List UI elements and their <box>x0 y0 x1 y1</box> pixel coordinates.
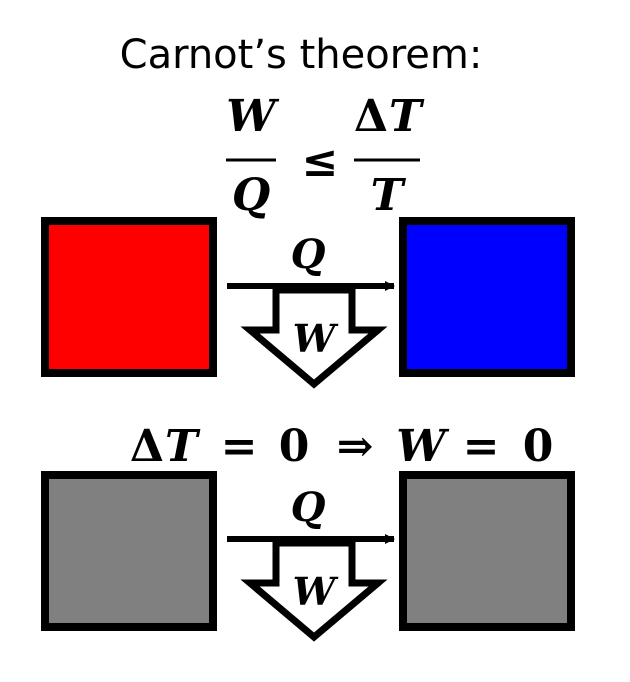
carnot-inequality: W Q ≤ Δ T T <box>226 91 425 221</box>
formula-delta-symbol: Δ <box>354 91 388 142</box>
panel-bottom: Q W <box>41 471 575 642</box>
hot-reservoir-box <box>41 217 217 377</box>
formula-temperature-numerator: T <box>389 91 425 142</box>
zero-temperature-condition: Δ T = 0 ⇒ W = 0 <box>130 421 553 472</box>
condition-work-variable: W <box>396 421 450 472</box>
formula-heat-denominator: Q <box>232 170 270 221</box>
condition-delta-symbol: Δ <box>130 421 164 472</box>
panel-top: Q W <box>41 217 575 389</box>
formula-temperature-denominator: T <box>371 170 407 221</box>
condition-zero-2: 0 <box>523 421 554 472</box>
work-output-arrow-top <box>240 286 388 389</box>
formula-work-numerator: W <box>226 91 280 142</box>
formula-less-equal-sign: ≤ <box>302 136 339 187</box>
cold-reservoir-box <box>399 217 575 377</box>
heat-flow-label-top: Q <box>291 231 326 278</box>
heat-flow-label-bottom: Q <box>291 484 326 531</box>
condition-zero-1: 0 <box>279 421 310 472</box>
condition-implies-arrow: ⇒ <box>337 421 374 472</box>
diagram-title: Carnot’s theorem: <box>120 32 483 78</box>
work-output-label-bottom: W <box>293 569 339 614</box>
work-output-label-top: W <box>293 316 339 361</box>
left-equal-temperature-box <box>41 471 217 631</box>
right-equal-temperature-box <box>399 471 575 631</box>
work-output-arrow-bottom <box>240 539 388 642</box>
condition-equals-sign-2: = <box>463 421 500 472</box>
condition-temperature-variable: T <box>165 421 201 472</box>
condition-equals-sign-1: = <box>221 421 258 472</box>
